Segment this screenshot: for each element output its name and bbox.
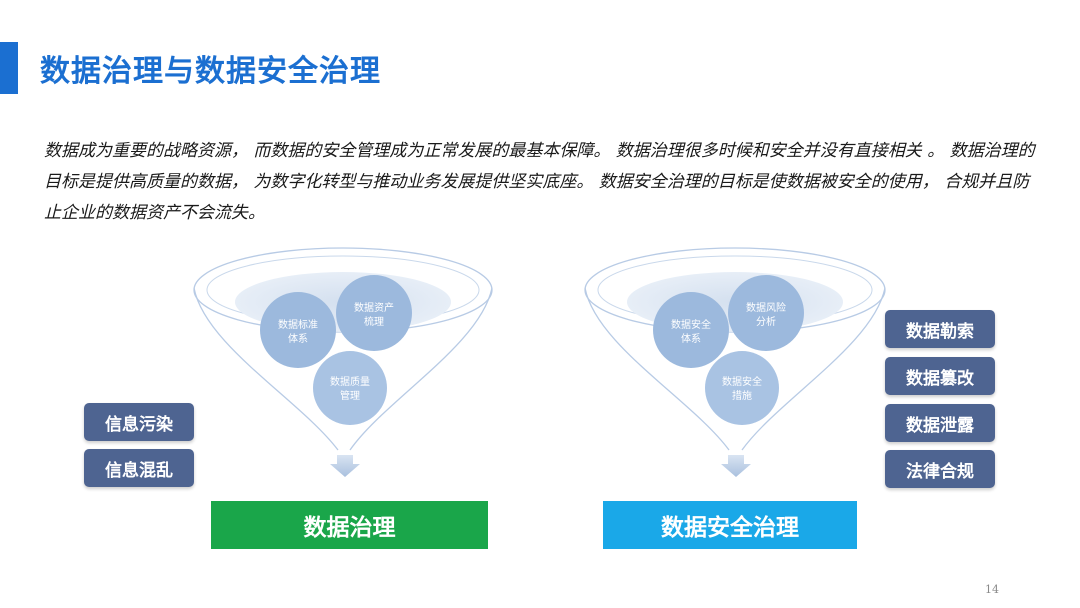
title-accent-bar: [0, 42, 18, 94]
right-side-item-4: 法律合规: [885, 450, 995, 488]
left-down-arrow-icon: [330, 455, 360, 477]
left-circle-1-line1: 数据标准: [278, 318, 318, 331]
left-funnel: 数据标准 体系 数据资产 梳理 数据质量 管理: [193, 247, 493, 477]
right-side-item-2: 数据篡改: [885, 357, 995, 395]
right-down-arrow-icon: [721, 455, 751, 477]
right-circle-2-line1: 数据风险: [746, 301, 786, 314]
right-funnel-outline: [584, 287, 886, 451]
right-circle-1-line2: 体系: [681, 333, 701, 345]
right-circle-1: [653, 292, 729, 368]
left-side-item-2: 信息混乱: [84, 449, 194, 487]
right-circle-3-line1: 数据安全: [722, 375, 762, 388]
right-circle-3: [705, 351, 779, 425]
right-circle-2-line2: 分析: [756, 315, 776, 328]
left-side-item-1: 信息污染: [84, 403, 194, 441]
right-side-item-3: 数据泄露: [885, 404, 995, 442]
page-number: 14: [985, 583, 999, 596]
right-circle-3-line2: 措施: [732, 389, 752, 402]
right-funnel: 数据安全 体系 数据风险 分析 数据安全 措施: [584, 247, 886, 477]
left-circle-2-line1: 数据资产: [354, 301, 394, 314]
left-circle-3-line1: 数据质量: [330, 375, 370, 388]
data-governance-box: 数据治理: [211, 501, 488, 549]
left-funnel-outline: [193, 287, 493, 451]
right-circle-2: [728, 275, 804, 351]
left-circle-1: [260, 292, 336, 368]
left-circle-1-line2: 体系: [288, 333, 308, 345]
page-title: 数据治理与数据安全治理: [40, 54, 381, 89]
left-circle-3-line2: 管理: [340, 389, 360, 402]
left-circle-2: [336, 275, 412, 351]
description-paragraph: 数据成为重要的战略资源， 而数据的安全管理成为正常发展的最基本保障。 数据治理很…: [44, 141, 1035, 223]
data-security-governance-box: 数据安全治理: [603, 501, 857, 549]
left-circle-2-line2: 梳理: [364, 315, 384, 328]
right-circle-1-line1: 数据安全: [671, 318, 711, 331]
left-circle-3: [313, 351, 387, 425]
right-side-item-1: 数据勒索: [885, 310, 995, 348]
